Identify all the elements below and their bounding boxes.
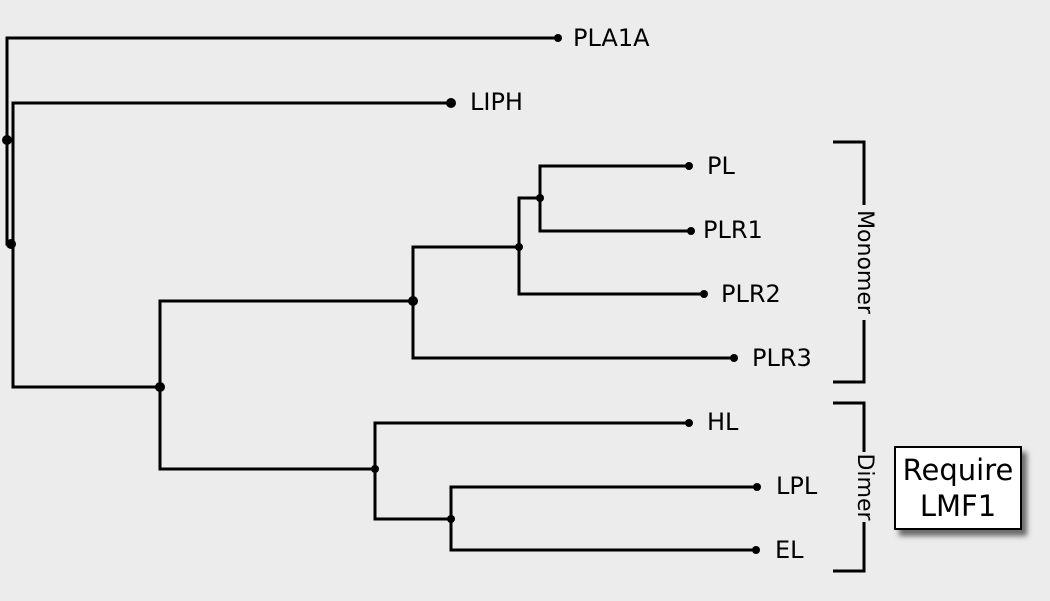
tree-branch-monomer [411, 245, 736, 360]
node-plr2-split [515, 243, 523, 251]
tree-branch-dimer [373, 421, 691, 521]
tip-lpl [753, 483, 761, 491]
tree-branch-lpl-el [449, 485, 759, 552]
tree-branch-root-link [5, 138, 13, 246]
tip-pla1a [554, 34, 562, 42]
tip-plr1 [687, 227, 695, 235]
tree-branch-main [158, 299, 377, 471]
node-dimer-split [371, 465, 379, 473]
tip-plr2 [700, 290, 708, 298]
leaf-label-pl: PL [707, 152, 735, 180]
tip-el [752, 546, 760, 554]
tree-branch-plr2 [517, 196, 706, 296]
leaf-label-hl: HL [707, 408, 739, 436]
tip-pl [685, 162, 693, 170]
monomer-label-gap [852, 205, 876, 320]
leaf-label-plr2: PLR2 [721, 280, 781, 308]
tree-branch-pl-plr1 [538, 164, 693, 233]
node-main-split [155, 382, 165, 392]
tree-branch-root [5, 36, 560, 142]
leaf-label-lpl: LPL [776, 472, 818, 500]
dimer-label-gap [852, 452, 876, 522]
tree-branch-liph [11, 101, 453, 389]
node-pl-plr1-split [536, 194, 544, 202]
node-monomer-split [408, 296, 418, 306]
callout-line-1: Require [902, 453, 1014, 487]
node-root [2, 135, 12, 145]
leaf-label-liph: LIPH [470, 88, 523, 116]
node-liph-split [6, 239, 16, 249]
tip-liph [446, 98, 456, 108]
tip-hl [685, 419, 693, 427]
leaf-label-pla1a: PLA1A [573, 24, 650, 52]
tip-plr3 [730, 354, 738, 362]
group-label-monomer: Monomer [852, 210, 877, 315]
callout-line-2: LMF1 [919, 489, 997, 523]
group-label-dimer: Dimer [852, 453, 877, 521]
callout-box: Require LMF1 [894, 446, 1022, 530]
leaf-label-plr3: PLR3 [752, 344, 812, 372]
leaf-label-plr1: PLR1 [703, 216, 763, 244]
node-lpl-el-split [447, 515, 455, 523]
leaf-label-el: EL [775, 536, 804, 564]
